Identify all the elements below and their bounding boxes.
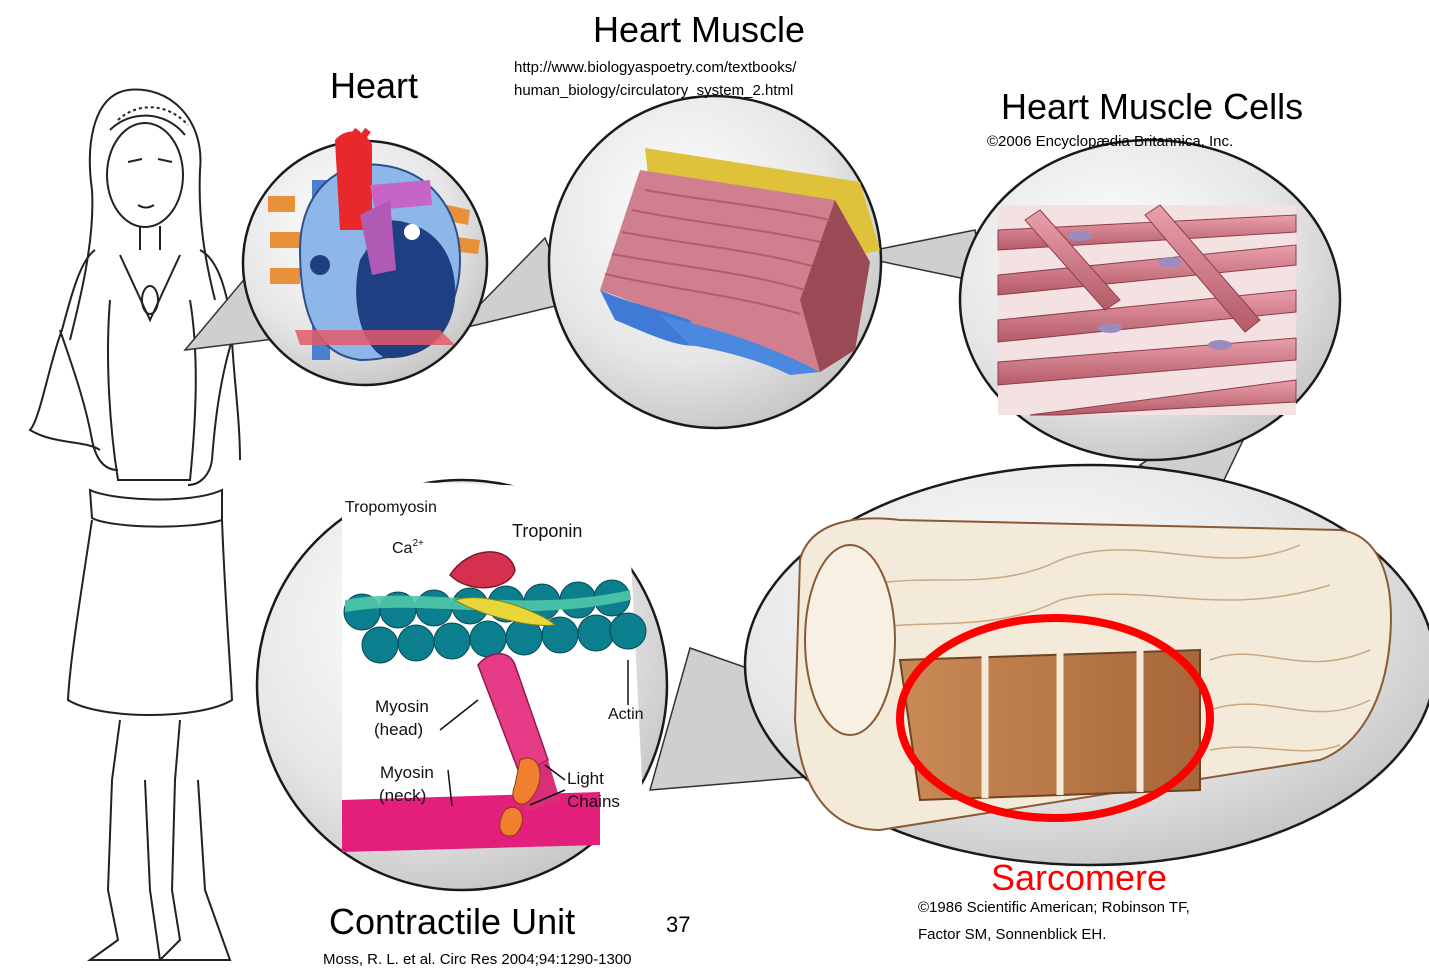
label-actin: Actin [608,706,644,723]
label-light-chains-line2: Chains [567,792,620,811]
label-tropomyosin: Tropomyosin [345,499,437,516]
muscle-cells-illustration [998,205,1296,415]
title-sarcomere: Sarcomere [991,858,1167,898]
label-myosin-head-line1: Myosin [375,697,429,716]
cells-copyright: ©2006 Encyclopædia Britannica, Inc. [987,132,1233,152]
label-light-chains-line1: Light [567,769,604,788]
heart-muscle-cells-bubble [960,140,1340,460]
page-number: 37 [666,912,690,938]
heart-muscle-url-line2: human_biology/circulatory_system_2.html [514,81,793,101]
woman-figure-illustration [30,90,240,960]
contractile-unit-illustration: Tropomyosin Ca2+ Troponin Myosin (head) … [342,480,646,852]
heart-bubble [243,130,487,385]
title-heart: Heart [330,66,418,106]
heart-muscle-bubble [549,96,881,428]
label-myosin-neck-line2: (neck) [379,786,426,805]
label-troponin: Troponin [512,521,582,541]
title-heart-muscle-cells: Heart Muscle Cells [1001,87,1303,127]
sarcomere-bubble [745,465,1429,865]
sarcomere-credit-line2: Factor SM, Sonnenblick EH. [918,925,1106,945]
heart-muscle-url-line1: http://www.biologyaspoetry.com/textbooks… [514,58,796,78]
title-contractile-unit: Contractile Unit [329,902,575,942]
label-myosin-neck-line1: Myosin [380,763,434,782]
sarcomere-credit-line1: ©1986 Scientific American; Robinson TF, [918,898,1190,918]
contractile-reference: Moss, R. L. et al. Circ Res 2004;94:1290… [323,950,632,970]
contractile-unit-bubble: Tropomyosin Ca2+ Troponin Myosin (head) … [257,480,667,890]
title-heart-muscle: Heart Muscle [593,10,805,50]
label-myosin-head-line2: (head) [374,720,423,739]
